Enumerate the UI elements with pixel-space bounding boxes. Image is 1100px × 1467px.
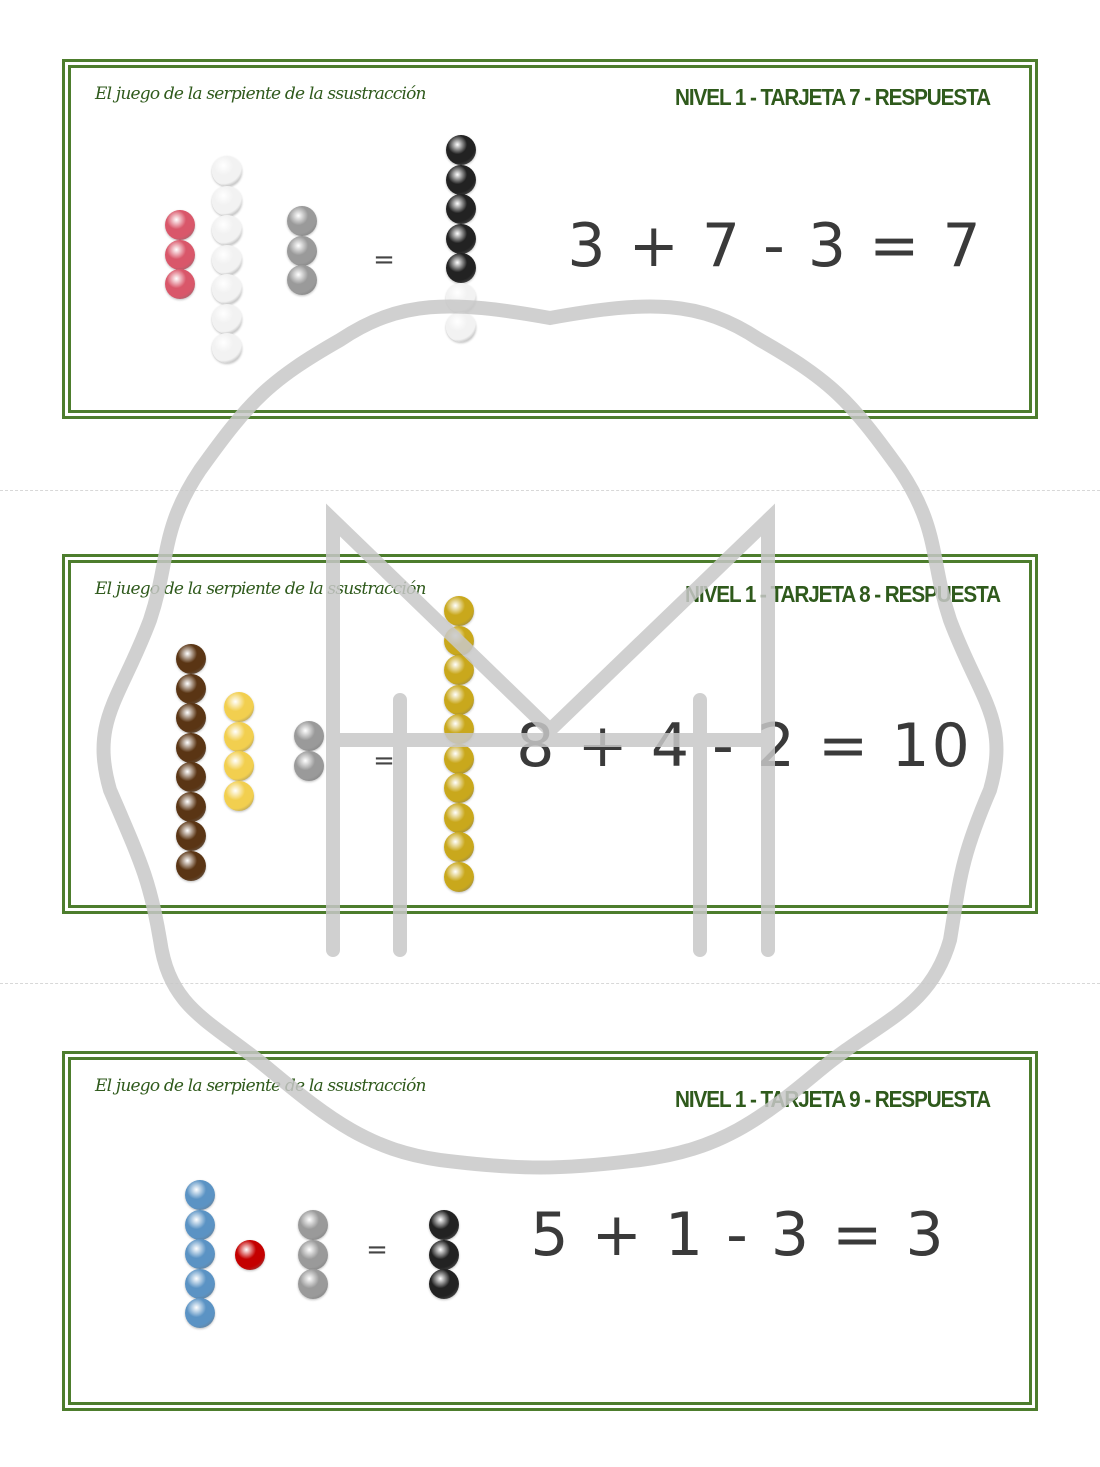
result-gold-bead (444, 802, 474, 833)
gray-bead (287, 265, 317, 295)
equals-sign: = (373, 245, 395, 275)
result-gold-bead (444, 743, 474, 774)
brown-bead (176, 791, 206, 822)
yellow-bead (224, 780, 254, 811)
result-black-bead (446, 164, 476, 195)
result-white-bead (446, 312, 476, 342)
gray-bead (294, 750, 324, 781)
red-bead (235, 1240, 265, 1270)
gray-bead (287, 235, 317, 266)
blue-bead (185, 1298, 215, 1328)
white-bead (212, 156, 242, 186)
pink-bead (165, 210, 195, 240)
white-bead (212, 303, 242, 334)
blue-bead (185, 1239, 215, 1269)
result-black-bead (446, 253, 476, 283)
brown-bead (176, 732, 206, 763)
white-bead (212, 333, 242, 363)
result-gold-bead (444, 861, 474, 892)
brown-bead (176, 821, 206, 851)
result-black-bead (446, 135, 476, 165)
equation: 3 + 7 - 3 = 7 (567, 211, 983, 281)
card-label: NIVEL 1 - TARJETA 7 - RESPUESTA (674, 84, 991, 110)
brown-bead (176, 850, 206, 881)
equals-sign: = (373, 746, 395, 776)
result-black-bead (429, 1269, 459, 1299)
gray-bead (298, 1210, 328, 1240)
white-bead (212, 244, 242, 275)
card-label: NIVEL 1 - TARJETA 8 - RESPUESTA (684, 581, 1001, 607)
game-title: El juego de la serpiente de la ssustracc… (95, 84, 427, 104)
gray-bead (298, 1239, 328, 1270)
gray-bead (298, 1269, 328, 1299)
equation: 8 + 4 - 2 = 10 (516, 711, 972, 781)
yellow-bead (224, 721, 254, 752)
pink-bead (165, 239, 195, 270)
equals-sign: = (366, 1235, 388, 1265)
result-black-bead (429, 1210, 459, 1240)
card-label: NIVEL 1 - TARJETA 9 - RESPUESTA (674, 1086, 991, 1112)
blue-bead (185, 1180, 215, 1210)
result-gold-bead (444, 625, 474, 656)
answer-card-8: El juego de la serpiente de la ssustracc… (62, 554, 1038, 914)
yellow-bead (224, 751, 254, 781)
result-black-bead (446, 223, 476, 254)
result-gold-bead (444, 655, 474, 685)
gray-bead (287, 206, 317, 236)
yellow-bead (224, 692, 254, 722)
white-bead (212, 185, 242, 216)
answer-card-9: El juego de la serpiente de la ssustracc… (62, 1051, 1038, 1411)
result-black-bead (429, 1239, 459, 1270)
equation: 5 + 1 - 3 = 3 (530, 1200, 946, 1270)
blue-bead (185, 1268, 215, 1299)
result-gold-bead (444, 596, 474, 626)
white-bead (212, 274, 242, 304)
game-title: El juego de la serpiente de la ssustracc… (95, 1076, 427, 1096)
cut-line (0, 983, 1100, 984)
game-title: El juego de la serpiente de la ssustracc… (95, 579, 427, 599)
result-white-bead (446, 282, 476, 313)
answer-card-7: El juego de la serpiente de la ssustracc… (62, 59, 1038, 419)
cut-line (0, 490, 1100, 491)
brown-bead (176, 703, 206, 733)
brown-bead (176, 673, 206, 704)
gray-bead (294, 721, 324, 751)
pink-bead (165, 269, 195, 299)
result-gold-bead (444, 684, 474, 715)
blue-bead (185, 1209, 215, 1240)
result-gold-bead (444, 832, 474, 862)
brown-bead (176, 644, 206, 674)
brown-bead (176, 762, 206, 792)
result-black-bead (446, 194, 476, 224)
result-gold-bead (444, 714, 474, 744)
white-bead (212, 215, 242, 245)
result-gold-bead (444, 773, 474, 803)
